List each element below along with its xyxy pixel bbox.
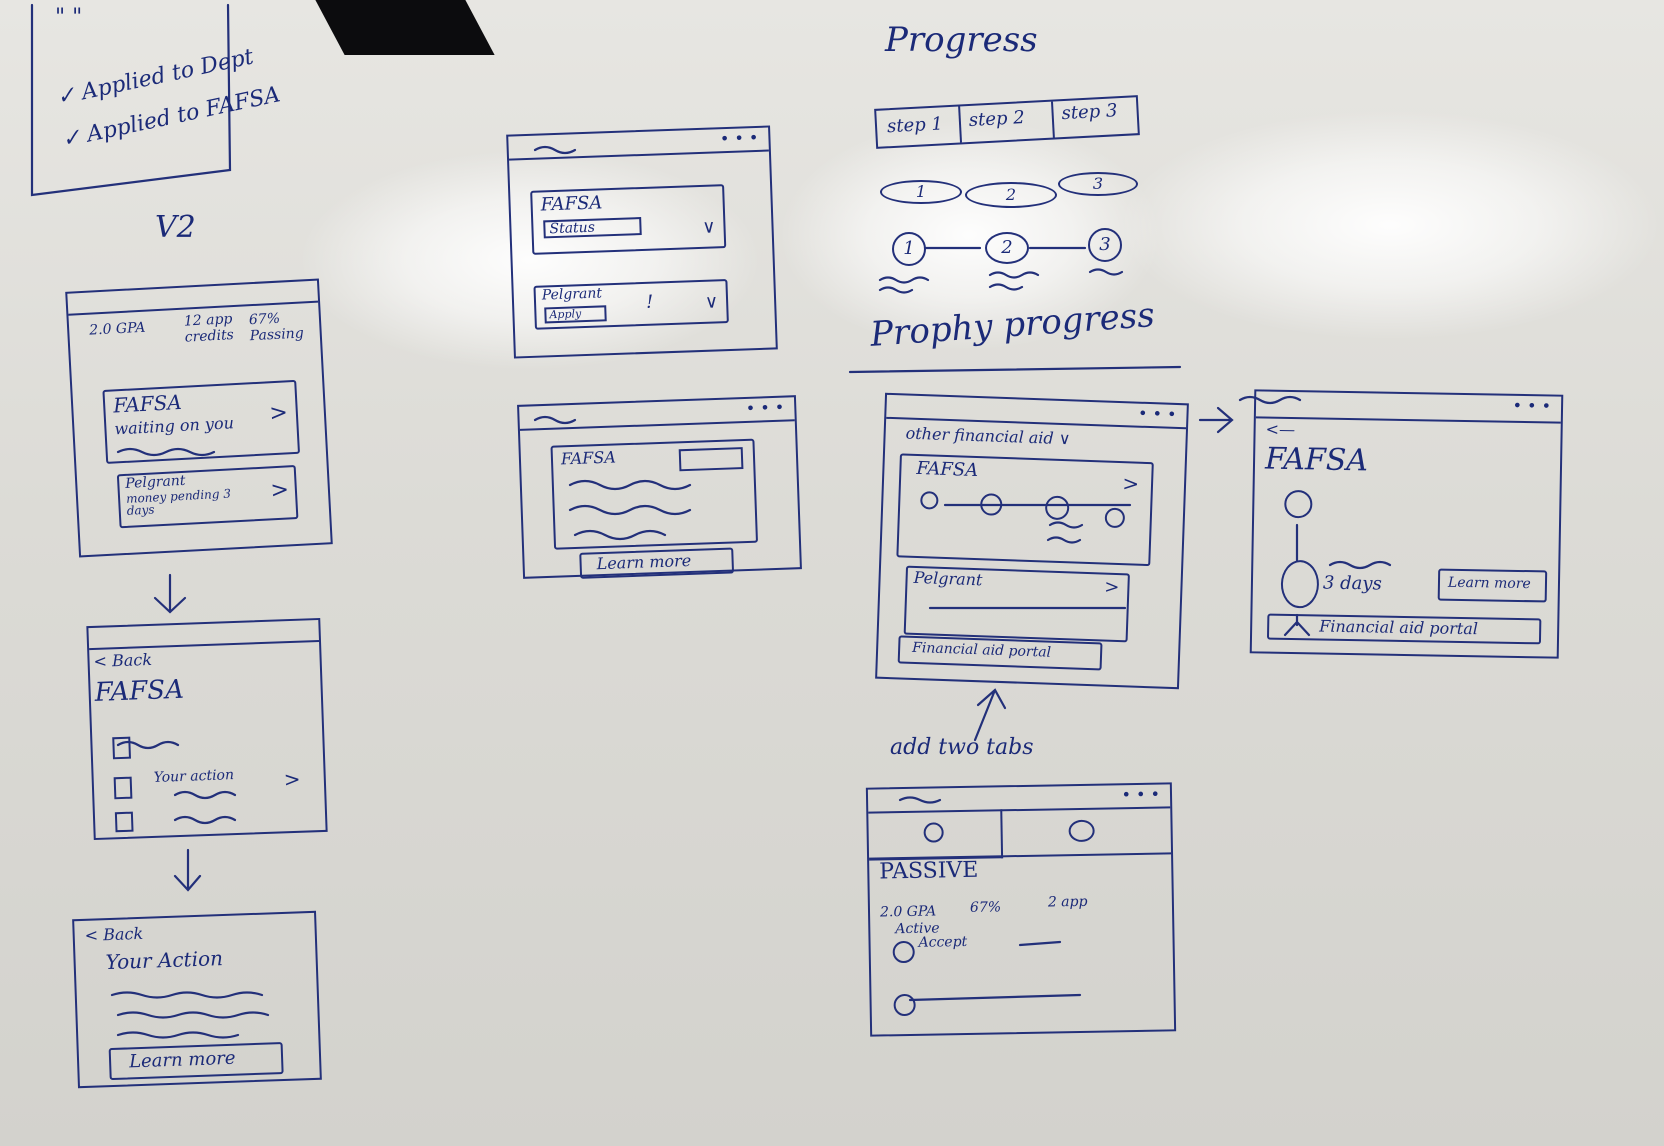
passive-heading: PASSIVE	[879, 857, 979, 885]
detail-sketch: < Back FAFSA Your action >	[86, 617, 328, 841]
chevron-right-icon: >	[1103, 576, 1120, 599]
fafsa-card[interactable]: FAFSA >	[896, 453, 1154, 567]
alert-icon: !	[645, 291, 654, 313]
financial-aid-portal-button[interactable]: Financial aid portal	[897, 635, 1103, 671]
user-icon	[923, 822, 944, 843]
accept-label: Accept	[918, 933, 968, 951]
financial-aid-dropdown[interactable]: other financial aid ∨	[905, 423, 1071, 449]
chevron-down-icon: ∨	[704, 291, 719, 313]
fafsa-card[interactable]: FAFSA Status ∨	[530, 184, 727, 255]
back-link[interactable]: < Back	[84, 923, 144, 945]
tab-passive[interactable]	[868, 809, 1004, 861]
more-icon: • • •	[719, 127, 759, 149]
tab-active[interactable]	[1000, 806, 1172, 858]
progress-dot	[1104, 507, 1126, 529]
stat-apps: 2 app	[1047, 893, 1088, 911]
learn-more-button[interactable]: Learn more	[108, 1042, 284, 1081]
fafsa-panel: FAFSA	[550, 438, 759, 550]
current-step-icon	[1280, 559, 1320, 609]
status-screen-sketch: • • • FAFSA Status ∨ Pelgrant Apply ! ∨	[506, 125, 778, 359]
radio-icon[interactable]	[893, 993, 916, 1017]
card-title: FAFSA	[540, 192, 603, 216]
stat-passing: 67%	[969, 899, 1002, 916]
step-node: 2	[985, 232, 1029, 264]
chevron-right-icon: >	[1121, 471, 1140, 496]
title-bar	[89, 640, 320, 651]
step-tab[interactable]: step 1	[886, 113, 944, 138]
light-glare	[1120, 110, 1660, 340]
your-action-link[interactable]: Your action	[153, 767, 235, 786]
learn-more-button[interactable]: Learn more	[1437, 568, 1548, 603]
card-title: Pelgrant	[541, 285, 603, 304]
chevron-down-icon: ∨	[701, 216, 716, 238]
checkbox-icon	[114, 811, 134, 833]
detail-title: FAFSA	[94, 674, 185, 708]
step-pill[interactable]: 3	[1058, 172, 1138, 196]
learn-more-button[interactable]: Learn more	[579, 547, 735, 579]
stat-gpa: 2.0 GPA	[879, 903, 937, 921]
chevron-right-icon: >	[268, 400, 289, 427]
chevron-right-icon: >	[269, 477, 290, 504]
quote-marks: " "	[55, 5, 83, 30]
card-title: Pelgrant	[913, 567, 983, 590]
aid-screen-sketch: • • • other financial aid ∨ FAFSA > Pelg…	[875, 392, 1189, 690]
fafsa-screen-sketch: • • • FAFSA Learn more	[517, 395, 802, 579]
step-node: 1	[892, 232, 926, 266]
v2-label: V2	[155, 210, 196, 245]
card-title: FAFSA	[112, 389, 183, 418]
stat-gpa: 2.0 GPA	[88, 319, 146, 339]
step-pill[interactable]: 2	[965, 182, 1057, 208]
back-link[interactable]: <—	[1265, 419, 1296, 440]
alert-icon	[113, 776, 133, 800]
title-bar	[1255, 416, 1561, 424]
progress-dot	[920, 491, 939, 510]
more-icon: • • •	[1121, 784, 1161, 805]
step-node: 3	[1088, 228, 1122, 262]
check-circle-icon	[1284, 489, 1313, 519]
title-bar	[519, 419, 795, 431]
step-tab[interactable]: step 3	[1061, 100, 1118, 125]
fafsa-detail-sketch: • • • <— FAFSA 3 days Learn more Financi…	[1249, 389, 1564, 659]
dashboard-sketch: 2.0 GPA 12 app credits 67% Passing FAFSA…	[65, 278, 333, 558]
detail-title: FAFSA	[1264, 441, 1369, 479]
more-icon: • • •	[745, 397, 785, 418]
panel-title: FAFSA	[560, 447, 617, 469]
back-link[interactable]: < Back	[93, 649, 153, 671]
pelgrant-card[interactable]: Pelgrant >	[903, 565, 1130, 643]
input-box[interactable]	[678, 447, 744, 472]
title-bar	[509, 149, 769, 161]
chevron-right-icon: >	[283, 766, 301, 792]
tabs-note: add two tabs	[890, 735, 1034, 760]
light-glare	[300, 150, 760, 370]
fafsa-card[interactable]: FAFSA waiting on you >	[102, 379, 301, 464]
stat-credits: 12 app credits	[183, 311, 235, 346]
tabs-screen-sketch: • • • PASSIVE 2.0 GPA 67% 2 app Active A…	[865, 782, 1177, 1037]
more-icon: • • •	[1512, 395, 1552, 416]
step-pill[interactable]: 1	[880, 180, 962, 204]
status-badge: Status	[543, 217, 642, 239]
radio-icon[interactable]	[892, 940, 915, 964]
days-label: 3 days	[1322, 572, 1382, 595]
action-screen-sketch: < Back Your Action Learn more	[72, 910, 322, 1089]
card-title: FAFSA	[916, 457, 979, 482]
more-icon: • • •	[1137, 403, 1177, 424]
step-tab[interactable]: step 2	[968, 107, 1026, 131]
financial-aid-portal-button[interactable]: Financial aid portal	[1266, 613, 1542, 645]
progress-dot	[1044, 495, 1070, 521]
apply-badge[interactable]: Apply	[544, 305, 607, 324]
action-title: Your Action	[105, 946, 224, 975]
checkbox-icon	[112, 736, 131, 760]
pelgrant-card[interactable]: Pelgrant money pending 3 days >	[116, 465, 299, 529]
card-subtitle: waiting on you	[113, 413, 235, 439]
user-icon	[1068, 819, 1095, 843]
pelgrant-card[interactable]: Pelgrant Apply ! ∨	[533, 279, 729, 330]
card-subtitle: money pending 3 days	[125, 486, 232, 518]
progress-dot	[979, 493, 1003, 516]
stat-passing: 67% Passing	[248, 310, 305, 345]
progress-heading: Progress	[885, 20, 1038, 60]
